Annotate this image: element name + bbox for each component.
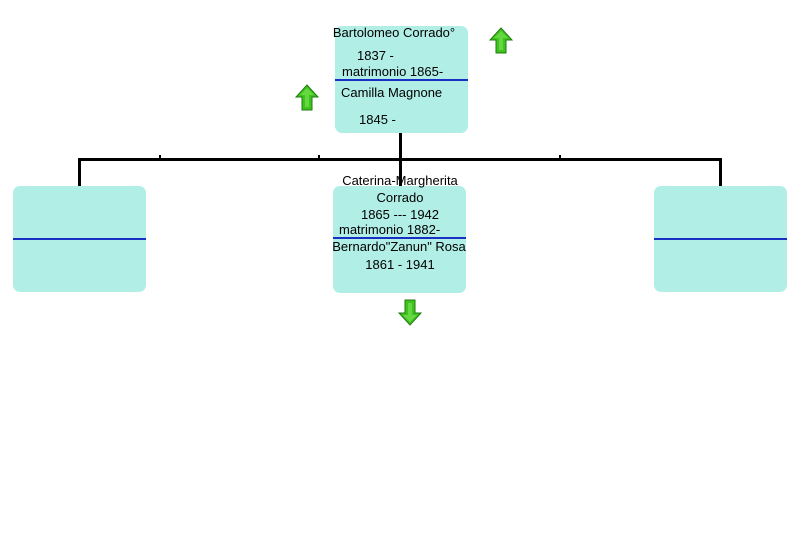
child-years: 1865 --- 1942 xyxy=(360,207,440,222)
child-marriage: matrimonio 1882- xyxy=(339,222,441,237)
up-arrow-icon[interactable] xyxy=(295,84,319,111)
parent-marriage: matrimonio 1865- xyxy=(342,64,444,79)
wife-name: Camilla Magnone xyxy=(341,85,443,100)
parent-couple-separator xyxy=(335,79,468,81)
connector-horizontal xyxy=(78,158,722,161)
child-box-center[interactable] xyxy=(333,186,466,293)
child-box-center-separator xyxy=(333,237,466,239)
down-arrow-icon[interactable] xyxy=(398,299,422,326)
child-name-line2: Corrado xyxy=(376,190,424,205)
husband-name: Bartolomeo Corrado° xyxy=(332,25,456,40)
child-box-right-separator xyxy=(654,238,787,240)
up-arrow-icon[interactable] xyxy=(489,27,513,54)
connector-tick xyxy=(159,155,161,158)
connector-right-child xyxy=(719,158,722,187)
wife-years: 1845 - xyxy=(359,112,396,127)
connector-tick xyxy=(559,155,561,158)
spouse-years: 1861 - 1941 xyxy=(365,257,435,272)
connector-tick xyxy=(318,155,320,158)
child-name-line1: Caterina-Margherita xyxy=(342,173,458,188)
child-box-left-separator xyxy=(13,238,146,240)
spouse-name: Bernardo"Zanun" Rosa xyxy=(332,239,466,254)
husband-years: 1837 - xyxy=(357,48,394,63)
connector-left-child xyxy=(78,158,81,187)
